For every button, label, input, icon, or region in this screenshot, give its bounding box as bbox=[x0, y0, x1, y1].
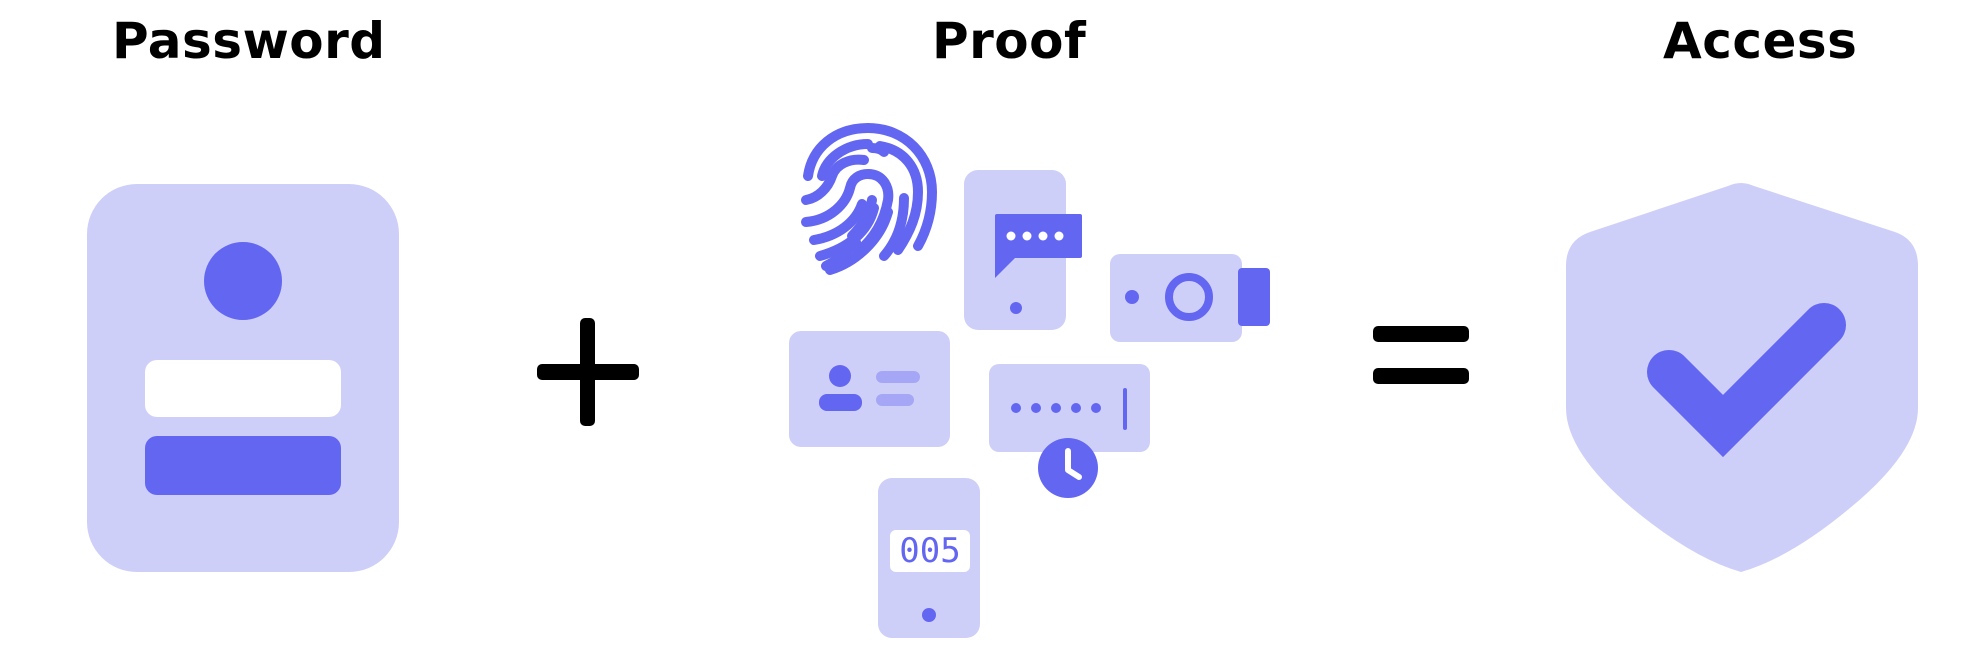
phone-message-icon bbox=[964, 170, 1082, 330]
shield-check-icon bbox=[1566, 183, 1918, 572]
heading-password: Password bbox=[112, 12, 386, 70]
equals-icon bbox=[1373, 326, 1469, 384]
id-card-icon bbox=[789, 331, 950, 447]
phone-otp-icon: 005 bbox=[878, 478, 980, 638]
plus-icon bbox=[537, 318, 639, 426]
security-key-icon bbox=[1110, 254, 1270, 342]
timed-passcode-icon bbox=[989, 364, 1150, 498]
password-card-icon bbox=[87, 184, 399, 572]
fingerprint-icon bbox=[801, 122, 938, 275]
heading-proof: Proof bbox=[932, 12, 1087, 70]
otp-code: 005 bbox=[899, 531, 960, 571]
heading-access: Access bbox=[1663, 12, 1858, 70]
